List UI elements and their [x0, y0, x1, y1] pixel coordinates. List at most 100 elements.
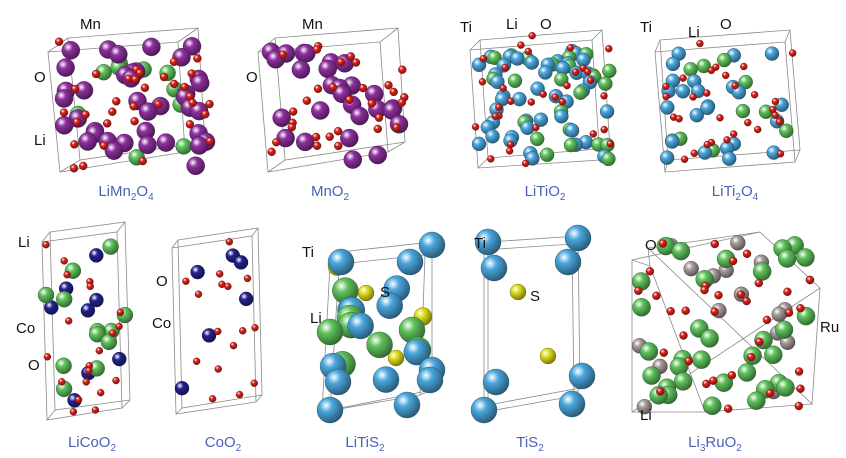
- atom-o: [116, 308, 125, 317]
- atom-li: [764, 345, 783, 364]
- atom-o: [707, 66, 715, 75]
- atom-o: [506, 140, 515, 149]
- atom-o: [367, 99, 376, 108]
- unit-cell-edge: [41, 231, 51, 243]
- atom-o: [501, 63, 509, 72]
- unit-cell-edge: [255, 394, 263, 403]
- atom-li: [738, 74, 753, 90]
- formula-subscript: 2: [735, 192, 741, 203]
- atom-ti: [675, 84, 691, 99]
- atom-mn: [190, 73, 210, 93]
- atom-ti: [564, 224, 592, 252]
- atom-o: [563, 81, 571, 90]
- formula-caption: MnO2: [311, 183, 350, 203]
- element-label-s: S: [380, 284, 390, 301]
- atom-o: [730, 130, 738, 138]
- atom-o: [238, 327, 247, 335]
- atom-o: [645, 267, 655, 276]
- atom-o: [81, 110, 90, 119]
- atom-o: [43, 353, 52, 361]
- unit-cell-edge: [469, 39, 481, 51]
- atom-o: [700, 285, 709, 295]
- atom-o: [680, 155, 689, 164]
- atom-o: [135, 68, 145, 78]
- atom-ti: [418, 231, 446, 259]
- formula-subscript: 2: [736, 443, 742, 454]
- atom-o: [102, 119, 112, 128]
- atom-o: [336, 57, 346, 67]
- atom-co: [201, 328, 217, 343]
- atom-li: [778, 249, 797, 268]
- formula-subscript: 2: [110, 443, 116, 454]
- atom-mn: [272, 108, 291, 128]
- atom-o: [131, 75, 140, 84]
- atom-o: [740, 62, 748, 71]
- atom-o: [746, 352, 756, 362]
- atom-o: [728, 256, 738, 266]
- element-label-o: O: [28, 357, 40, 374]
- unit-cell-edge: [591, 29, 603, 41]
- atom-ti: [599, 104, 615, 119]
- atom-o: [373, 124, 382, 134]
- atom-o: [91, 406, 100, 414]
- atom-o: [182, 277, 190, 285]
- atom-ti: [324, 368, 352, 396]
- atom-o: [267, 147, 276, 157]
- atom-o: [659, 348, 668, 357]
- atom-o: [180, 82, 189, 92]
- formula-text: LiCoO: [68, 434, 111, 451]
- atom-o: [251, 324, 259, 332]
- atom-mn: [186, 156, 205, 176]
- atom-o: [215, 270, 224, 278]
- atom-o: [115, 322, 123, 331]
- atom-o: [586, 76, 595, 85]
- element-label-o: O: [645, 237, 657, 254]
- unit-cell-edge: [267, 159, 286, 173]
- atom-o: [351, 58, 361, 67]
- atom-mn: [318, 59, 337, 79]
- atom-o: [679, 74, 687, 82]
- atom-o: [169, 57, 179, 66]
- atom-ti: [347, 312, 374, 340]
- atom-o: [334, 141, 343, 151]
- unit-cell-edge: [171, 235, 257, 415]
- atom-o: [766, 389, 775, 398]
- atom-ti: [568, 362, 596, 390]
- atom-mn: [54, 116, 74, 135]
- unit-cell-edge: [647, 247, 651, 267]
- atom-ti: [697, 145, 713, 160]
- atom-o: [58, 378, 66, 386]
- atom-o: [229, 341, 238, 350]
- atom-s: [357, 284, 375, 302]
- element-label-ti: Ti: [460, 19, 472, 36]
- formula-text: O: [741, 183, 753, 200]
- atom-o: [95, 347, 104, 355]
- formula-subscript: 2: [131, 192, 137, 203]
- atom-o: [312, 141, 322, 151]
- atom-ti: [372, 366, 400, 393]
- atom-o: [250, 379, 258, 387]
- atom-o: [495, 103, 503, 111]
- atom-o: [312, 45, 322, 54]
- atom-o: [225, 238, 234, 246]
- atom-ti: [764, 46, 780, 61]
- atom-co: [80, 303, 96, 318]
- atom-o: [762, 315, 772, 325]
- atom-o: [194, 290, 203, 298]
- atom-o: [716, 114, 724, 122]
- atom-o: [345, 95, 354, 105]
- atom-o: [346, 52, 355, 61]
- atom-o: [771, 97, 780, 106]
- atom-o: [744, 118, 752, 127]
- atom-li: [175, 138, 192, 155]
- atom-o: [72, 117, 82, 127]
- atom-o: [491, 112, 500, 120]
- atom-o: [392, 123, 401, 132]
- unit-cell-edge: [784, 29, 791, 43]
- atom-o: [528, 32, 536, 40]
- atom-o: [70, 140, 79, 149]
- atom-o: [662, 92, 670, 101]
- atom-o: [108, 329, 117, 337]
